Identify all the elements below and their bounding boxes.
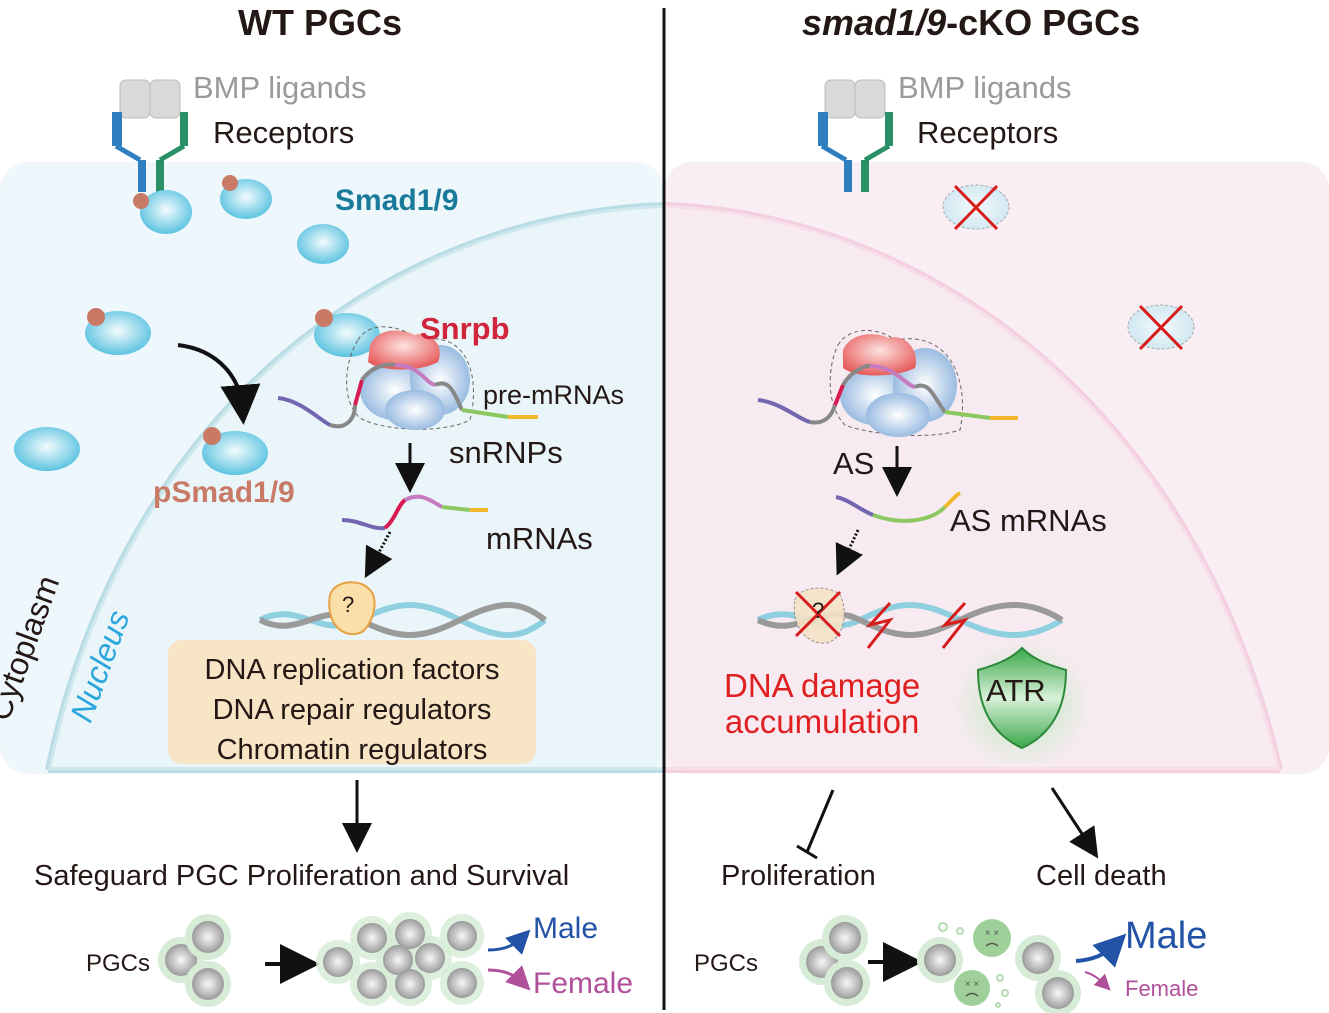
mrnas-label: mRNAs (486, 521, 593, 556)
proliferation-inhibition-line (805, 789, 835, 853)
pgc-cell (447, 921, 477, 951)
cko-male-label: Male (1125, 915, 1208, 957)
dna-damage-line-1: DNA damage (724, 667, 921, 704)
pgc-cell (357, 923, 387, 953)
atr-label: ATR (986, 673, 1046, 708)
wt-bmp-ligands-label: BMP ligands (193, 70, 367, 105)
cko-receptors-label: Receptors (917, 115, 1059, 150)
pgc-cell (395, 919, 425, 949)
atr-shield-icon (976, 646, 1068, 750)
wt-receptors-label: Receptors (213, 115, 355, 150)
wt-panel-title: WT PGCs (238, 2, 403, 43)
cko-title-gene: smad1/9 (802, 2, 947, 43)
wt-male-arrow (487, 929, 531, 955)
cko-pgc-cells-after (917, 935, 1081, 1013)
cko-bmp-ligands-label: BMP ligands (898, 70, 1072, 105)
dna-damage-label: DNA damage accumulation (724, 668, 920, 740)
pgc-cell (447, 968, 477, 998)
wt-unknown-factor (328, 581, 376, 636)
cell-death-arrow (1050, 787, 1099, 859)
wt-targets-box (168, 640, 536, 764)
wt-translocation-arrow (177, 343, 261, 425)
proliferation-label: Proliferation (721, 860, 876, 892)
wt-pre-mrna (277, 362, 538, 429)
wt-female-label: Female (533, 967, 634, 1000)
wt-dna-helix (258, 602, 547, 638)
cko-female-label: Female (1125, 976, 1199, 1001)
cko-panel-title: smad1/9-cKO PGCs (802, 5, 1140, 41)
wt-female-arrow (487, 965, 531, 991)
cko-translation-arrow (835, 529, 863, 576)
proliferation-inhibition-bar (796, 844, 818, 860)
cko-unknown-factor-label: ? (812, 598, 825, 623)
cko-pgcs-label: PGCs (694, 950, 759, 977)
cko-missing-factor (793, 587, 845, 644)
cko-title-rest: -cKO PGCs (946, 2, 1141, 43)
psmad-label: pSmad1/9 (153, 476, 295, 509)
pgc-cell (323, 947, 353, 977)
dna-break-icon (865, 601, 969, 649)
cell-death-label: Cell death (1036, 860, 1167, 892)
wt-pgc-cells-before (158, 914, 231, 1007)
pgc-cell (395, 969, 425, 999)
dna-damage-line-2: accumulation (724, 703, 920, 740)
smad-label: Smad1/9 (335, 184, 459, 217)
pre-mrnas-label: pre-mRNAs (483, 380, 625, 410)
target-dna-repair: DNA repair regulators (212, 694, 492, 726)
cko-receptor-icon (818, 79, 893, 192)
svg-text:× ×: × × (985, 928, 1000, 939)
wt-receptor-icon (112, 79, 188, 192)
svg-text:× ×: × × (965, 979, 980, 990)
wt-pgc-cells-after (316, 912, 484, 1006)
wt-mrna (341, 494, 488, 531)
pgc-cell (415, 943, 445, 973)
wt-targets-list: DNA replication factors DNA repair regul… (168, 650, 536, 770)
as-mrnas-label: AS mRNAs (950, 503, 1107, 538)
snrpb-label: Snrpb (420, 311, 510, 346)
snrnps-label: snRNPs (449, 435, 563, 470)
wt-male-label: Male (533, 912, 599, 945)
wt-unknown-factor-label: ? (342, 592, 355, 617)
wt-outcome-label: Safeguard PGC Proliferation and Survival (34, 860, 570, 892)
pgc-cell (357, 969, 387, 999)
cko-pgc-cells-before (799, 915, 870, 1006)
cko-deleted-smad-2 (1127, 304, 1195, 351)
pgc-cell (383, 945, 413, 975)
cko-male-arrow (1075, 933, 1127, 968)
target-chromatin: Chromatin regulators (216, 734, 488, 766)
target-dna-replication: DNA replication factors (204, 654, 500, 686)
dying-cell-icon: × × × × (938, 919, 1011, 1008)
cko-deleted-smad-1 (942, 184, 1010, 231)
cko-pre-mrna (757, 363, 1018, 425)
as-label: AS (833, 446, 875, 481)
wt-pgcs-label: PGCs (86, 950, 151, 977)
wt-nucleus-fill (48, 205, 664, 770)
cko-female-arrow (1084, 971, 1111, 991)
cko-as-mrna (835, 491, 962, 523)
wt-smad-proteins (14, 175, 380, 475)
